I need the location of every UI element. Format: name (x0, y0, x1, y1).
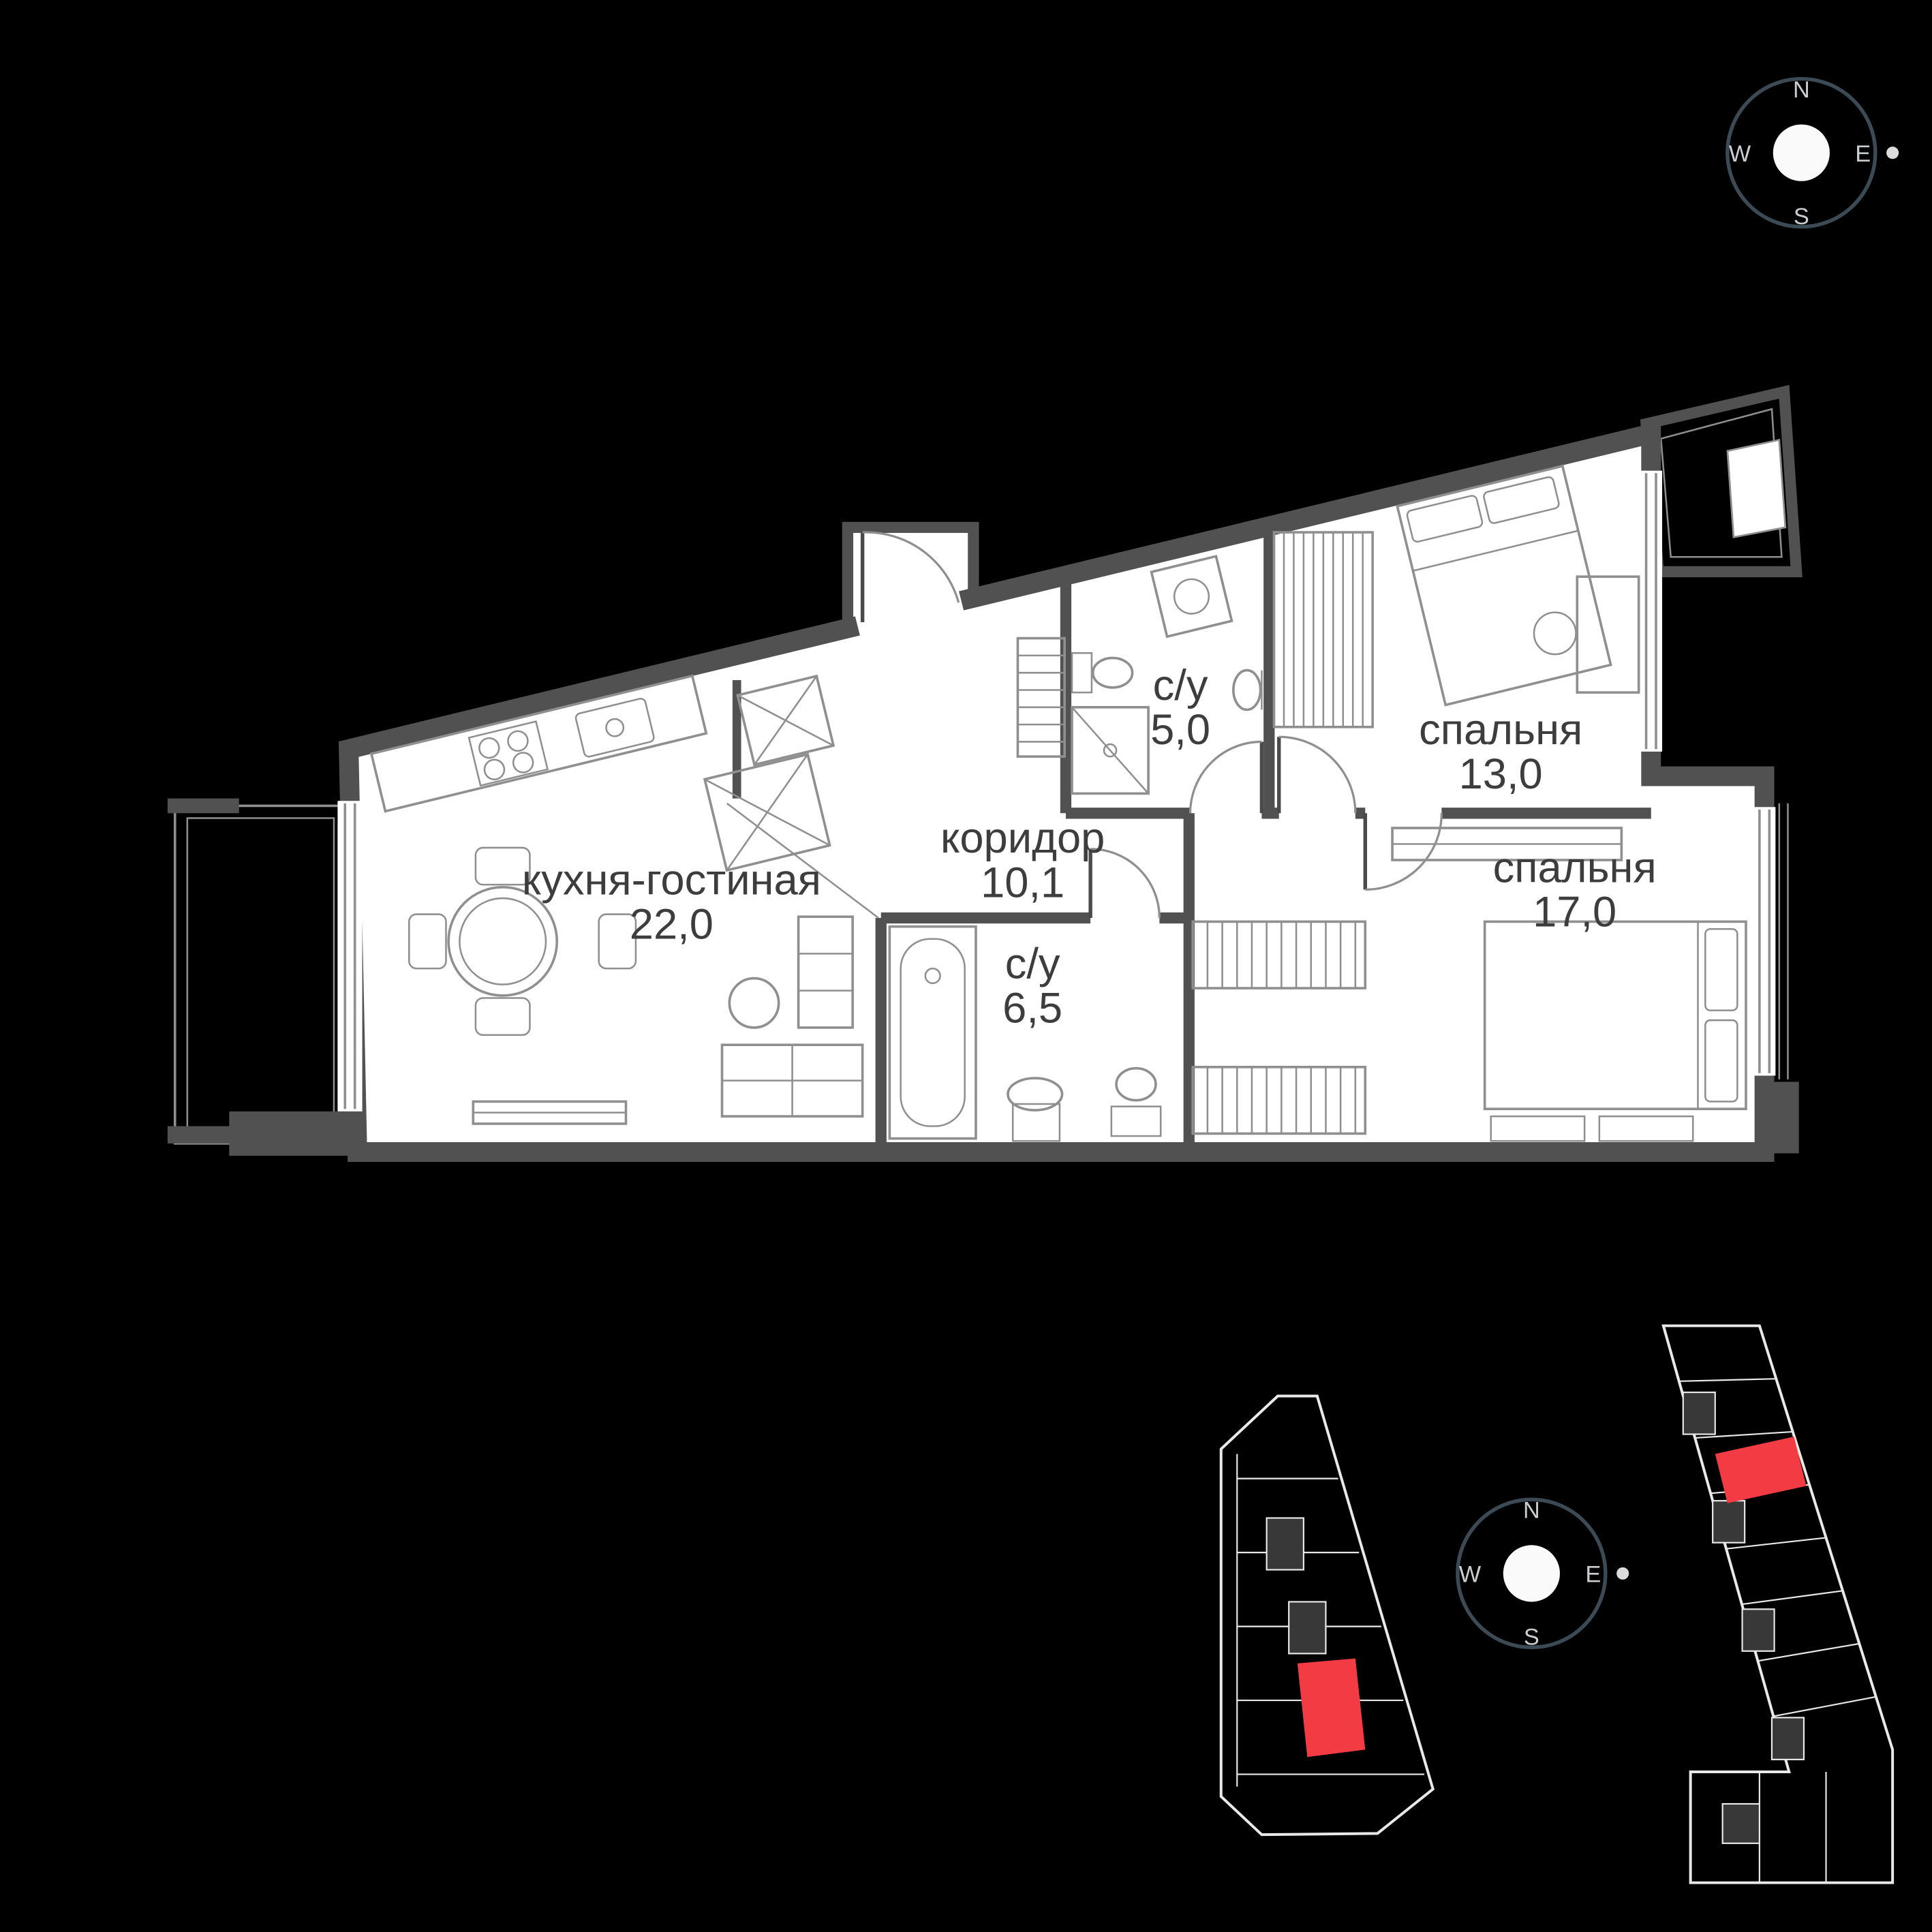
compass-ring (1456, 1497, 1608, 1650)
windows (337, 470, 1776, 1111)
window-left (337, 801, 363, 1111)
minimap-building-a (1219, 1394, 1435, 1837)
compass-letter-n: N (1523, 1498, 1540, 1524)
compass-letter-s: S (1524, 1625, 1539, 1651)
bathroom-5-fixtures (1071, 651, 1263, 795)
minimap-unit-highlight (1297, 1658, 1366, 1758)
compass-top: N W E S (1726, 77, 1899, 230)
door-bathroom-5 (1189, 740, 1264, 814)
room-label-kitchen-name: кухня-гостиная (522, 857, 821, 904)
dining-set (408, 846, 637, 1037)
elevator-core (1721, 1803, 1760, 1844)
kitchen-furniture (369, 555, 1233, 872)
room-label-bedroom13-area: 13,0 (1459, 750, 1543, 798)
door-bedroom-13 (1277, 735, 1357, 814)
compass-bottom: N W E S (1456, 1497, 1629, 1651)
bedroom-13-furniture (1272, 464, 1640, 729)
room-label-bath6-name: с/у (1005, 940, 1060, 988)
room-label-bath5-name: с/у (1153, 662, 1208, 709)
hall-closet-2 (703, 752, 831, 872)
wardrobe-b (1191, 1065, 1367, 1135)
living-furniture (472, 915, 864, 1125)
compass-dot (1616, 1567, 1629, 1580)
zone-line-kitchen-corridor (726, 802, 879, 919)
compass-ring (1726, 77, 1877, 229)
room-label-corridor-area: 10,1 (981, 859, 1064, 906)
doors (860, 531, 1443, 918)
bedroom-17-furniture (1191, 827, 1747, 1142)
room-label-bedroom17-area: 17,0 (1533, 889, 1616, 936)
elevator-core (1770, 1717, 1805, 1760)
door-bathroom-6 (1088, 848, 1161, 918)
compass-letter-w: W (1459, 1562, 1482, 1588)
compass-letter-w: W (1729, 141, 1751, 167)
compass-center (1503, 1545, 1560, 1602)
apartment-outline (338, 421, 1775, 1162)
room-labels: кухня-гостиная 22,0 коридор 10,1 с/у 5,0… (522, 662, 1657, 1032)
room-label-corridor-name: коридор (940, 814, 1105, 862)
door-bedroom-17 (1363, 813, 1443, 891)
compass-letter-e: E (1585, 1562, 1601, 1588)
compass-letter-s: S (1794, 204, 1809, 230)
elevator-core (1266, 1517, 1304, 1571)
entrance-opening (855, 587, 964, 639)
apartment-plan: кухня-гостиная 22,0 коридор 10,1 с/у 5,0… (167, 384, 1803, 1162)
bathroom-6-fixtures (888, 925, 1162, 1142)
window-right-bedroom-17 (1753, 807, 1776, 1076)
room-label-bath6-area: 6,5 (1002, 985, 1062, 1032)
minimap-a-outline (1219, 1394, 1435, 1837)
window-right-bedroom-13 (1640, 470, 1663, 752)
room-label-bath5-area: 5,0 (1150, 706, 1210, 754)
room-label-kitchen-area: 22,0 (630, 901, 714, 949)
hall-closet-1 (736, 674, 835, 767)
elevator-core (1288, 1601, 1327, 1655)
compass-dot (1886, 147, 1899, 159)
compass-letter-n: N (1793, 77, 1810, 103)
minimap-unit-highlight (1715, 1437, 1807, 1503)
elevator-core (1712, 1500, 1746, 1544)
room-label-bedroom17-name: спальня (1493, 844, 1657, 892)
room-label-bedroom13-name: спальня (1419, 706, 1582, 754)
compass-center (1773, 124, 1830, 181)
exterior-wall-block (229, 1111, 358, 1156)
elevator-core (1741, 1608, 1775, 1652)
wardrobe-a (1191, 920, 1367, 990)
hall-wardrobe (1016, 637, 1066, 758)
entrance-door (860, 531, 960, 623)
minimap-building-b (1661, 1324, 1895, 1884)
elevator-core (1682, 1391, 1716, 1435)
washing-machine (1150, 555, 1233, 639)
compass-letter-e: E (1855, 141, 1871, 167)
